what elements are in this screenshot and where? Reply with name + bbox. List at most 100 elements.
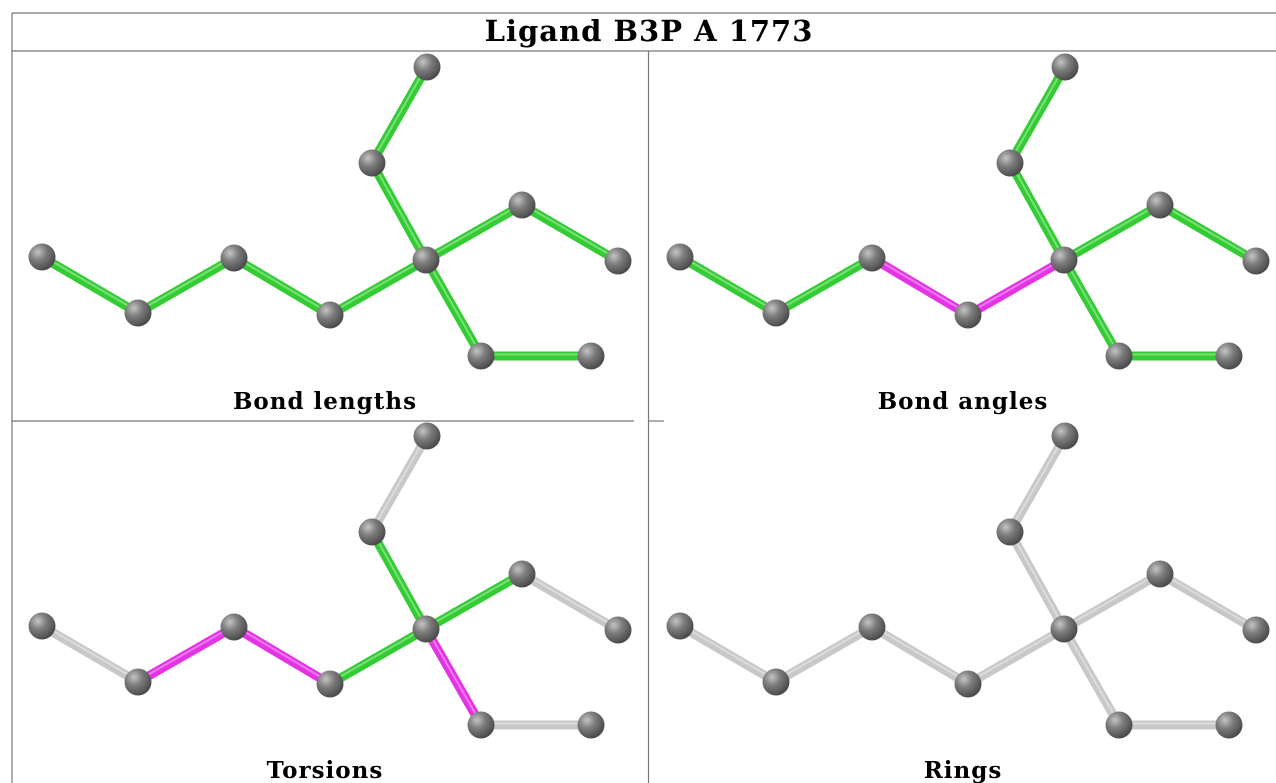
bond-shine-C6-C7 [521, 202, 619, 261]
bond-C5-C6 [421, 200, 527, 265]
atom-C7 [604, 247, 632, 275]
atom-C4 [316, 670, 344, 698]
bond-C5-C6 [421, 569, 527, 634]
bond-C5-C8 [367, 158, 431, 265]
atom-C10 [1105, 711, 1133, 739]
bond-C2-C3 [771, 253, 877, 318]
atom-C3 [858, 613, 886, 641]
bond-C2-C3 [771, 622, 877, 687]
bond-C3-C4 [867, 253, 973, 320]
bond-shine-C8-C9 [371, 433, 428, 532]
bond-C5-C10 [421, 624, 486, 730]
bond-shine-C3-C4 [871, 255, 969, 315]
atom-C10 [467, 711, 495, 739]
bond-shine-C5-C10 [425, 626, 482, 725]
panel-bond-lengths [28, 53, 632, 370]
bond-shine-C2-C3 [137, 624, 235, 682]
bond-C6-C7 [1155, 200, 1261, 266]
atom-C8 [358, 518, 386, 546]
atom-C7 [1242, 616, 1270, 644]
table-grid [11, 12, 1276, 783]
bond-C3-C4 [229, 622, 335, 689]
bond-shine-C1-C2 [41, 254, 139, 313]
panel-torsions [28, 422, 632, 739]
bond-C6-C7 [1155, 569, 1261, 635]
atom-C8 [996, 149, 1024, 177]
bond-C3-C4 [229, 253, 335, 320]
bond-C5-C10 [1059, 255, 1124, 361]
bond-C8-C9 [1005, 62, 1070, 168]
panel-rings [666, 422, 1270, 739]
bond-shine-C5-C10 [425, 257, 482, 356]
bond-shine-C5-C8 [1009, 529, 1065, 629]
bond-shine-C2-C3 [137, 255, 235, 313]
atom-C4 [954, 301, 982, 329]
bond-C1-C2 [675, 252, 781, 318]
atom-C5 [1050, 246, 1078, 274]
panel-bond-angles [666, 53, 1270, 370]
bond-shine-C1-C2 [679, 254, 777, 313]
caption-torsions: Torsions [267, 757, 384, 783]
bond-shine-C5-C8 [371, 160, 427, 260]
bond-shine-C1-C2 [41, 623, 139, 682]
atom-C1 [666, 243, 694, 271]
bond-C1-C2 [37, 621, 143, 687]
atom-C2 [124, 668, 152, 696]
bond-shine-C6-C7 [521, 571, 619, 630]
atom-C1 [28, 243, 56, 271]
atom-C10 [467, 342, 495, 370]
bond-shine-C4-C5 [967, 626, 1065, 684]
atom-C1 [666, 612, 694, 640]
bond-C5-C6 [1059, 200, 1165, 265]
atom-C11 [577, 711, 605, 739]
bond-shine-C2-C3 [775, 255, 873, 313]
atom-C4 [954, 670, 982, 698]
atom-C9 [413, 53, 441, 81]
bond-C8-C9 [367, 431, 432, 537]
bond-C1-C2 [37, 252, 143, 318]
bond-C4-C5 [963, 255, 1069, 320]
bond-shine-C1-C2 [679, 623, 777, 682]
bond-shine-C3-C4 [233, 624, 331, 684]
figure-title: Ligand B3P A 1773 [485, 14, 814, 48]
atom-C9 [1051, 53, 1079, 81]
atom-C3 [220, 613, 248, 641]
bond-shine-C3-C4 [233, 255, 331, 315]
bond-C6-C7 [517, 200, 623, 266]
bond-shine-C4-C5 [329, 257, 427, 315]
atom-C2 [762, 299, 790, 327]
atom-C6 [1146, 191, 1174, 219]
bond-C5-C8 [367, 527, 431, 634]
atom-C2 [124, 299, 152, 327]
bond-shine-C8-C9 [1009, 433, 1066, 532]
atom-C3 [858, 244, 886, 272]
bond-C6-C7 [517, 569, 623, 635]
bond-shine-C4-C5 [967, 257, 1065, 315]
atom-C8 [996, 518, 1024, 546]
bond-shine-C5-C8 [371, 529, 427, 629]
atom-C3 [220, 244, 248, 272]
bond-C5-C10 [1059, 624, 1124, 730]
bond-shine-C6-C7 [1159, 571, 1257, 630]
bond-C4-C5 [963, 624, 1069, 689]
atom-C7 [1242, 247, 1270, 275]
bond-C2-C3 [133, 253, 239, 318]
atom-C9 [413, 422, 441, 450]
bond-shine-C5-C6 [1063, 202, 1161, 260]
bond-shine-C5-C8 [1009, 160, 1065, 260]
caption-rings: Rings [924, 757, 1003, 783]
bond-C4-C5 [325, 255, 431, 320]
bond-shine-C8-C9 [371, 64, 428, 163]
bond-shine-C6-C7 [1159, 202, 1257, 261]
atom-C4 [316, 301, 344, 329]
atom-C5 [412, 246, 440, 274]
bond-C5-C6 [1059, 569, 1165, 634]
atom-C11 [1215, 711, 1243, 739]
bond-shine-C4-C5 [329, 626, 427, 684]
bond-shine-C2-C3 [775, 624, 873, 682]
bond-C5-C8 [1005, 158, 1069, 265]
caption-bond-angles: Bond angles [878, 388, 1049, 415]
atom-C7 [604, 616, 632, 644]
bond-C2-C3 [133, 622, 239, 687]
